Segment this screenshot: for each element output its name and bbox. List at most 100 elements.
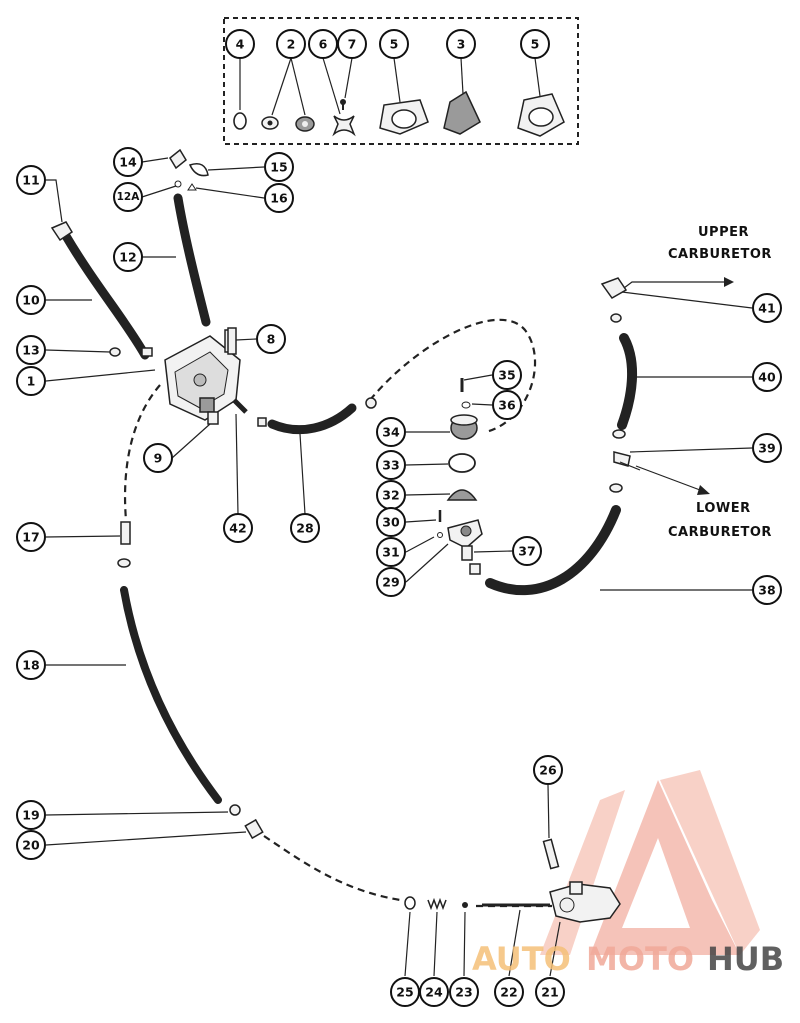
callout-30: 30	[376, 507, 406, 537]
svg-text:21: 21	[541, 985, 558, 1000]
svg-text:11: 11	[22, 173, 39, 188]
svg-text:25: 25	[396, 985, 413, 1000]
svg-text:8: 8	[267, 332, 276, 347]
callout-41: 41	[752, 293, 782, 323]
svg-text:7: 7	[348, 37, 357, 52]
callout-36: 36	[492, 390, 522, 420]
svg-text:42: 42	[229, 521, 246, 536]
callout-5b: 5	[520, 29, 550, 59]
svg-text:12: 12	[119, 250, 136, 265]
callout-42: 42	[223, 513, 253, 543]
svg-text:28: 28	[296, 521, 313, 536]
callout-8: 8	[256, 324, 286, 354]
svg-text:19: 19	[22, 808, 39, 823]
lower-carburetor-label: LOWER CARBURETOR	[668, 501, 772, 540]
callout-35: 35	[492, 360, 522, 390]
svg-text:30: 30	[382, 515, 400, 530]
callout-7: 7	[337, 29, 367, 59]
callout-10: 10	[16, 285, 46, 315]
svg-text:10: 10	[22, 293, 40, 308]
watermark-moto: MOTO	[586, 940, 694, 978]
callout-24: 24	[419, 977, 449, 1007]
callout-11: 11	[16, 165, 46, 195]
svg-text:16: 16	[270, 191, 288, 206]
svg-text:35: 35	[498, 368, 515, 383]
callout-18: 18	[16, 650, 46, 680]
lower-label-line2: CARBURETOR	[668, 525, 772, 540]
kit-leaders	[239, 57, 541, 116]
svg-text:17: 17	[22, 530, 39, 545]
callout-12a: 12A	[113, 182, 143, 212]
kit-parts	[233, 90, 565, 137]
svg-text:5: 5	[390, 37, 399, 52]
callout-22: 22	[494, 977, 524, 1007]
upper-label-line2: CARBURETOR	[668, 247, 772, 262]
svg-text:38: 38	[758, 583, 775, 598]
svg-text:40: 40	[758, 370, 776, 385]
svg-text:12A: 12A	[117, 191, 141, 203]
svg-text:2: 2	[287, 37, 296, 52]
callout-31: 31	[376, 537, 406, 567]
svg-text:39: 39	[758, 441, 775, 456]
callout-13: 13	[16, 335, 46, 365]
callout-34: 34	[376, 417, 406, 447]
svg-text:9: 9	[154, 451, 163, 466]
svg-text:6: 6	[319, 37, 328, 52]
svg-text:3: 3	[457, 37, 466, 52]
callout-28: 28	[290, 513, 320, 543]
hoses	[61, 193, 637, 804]
svg-text:5: 5	[531, 37, 540, 52]
callout-2: 2	[276, 29, 306, 59]
callout-26: 26	[533, 755, 563, 785]
svg-text:15: 15	[270, 160, 287, 175]
leaders	[45, 157, 753, 977]
svg-text:24: 24	[425, 985, 443, 1000]
callout-4: 4	[225, 29, 255, 59]
svg-text:20: 20	[22, 838, 40, 853]
callout-3: 3	[446, 29, 476, 59]
svg-text:22: 22	[500, 985, 517, 1000]
callout-17: 17	[16, 522, 46, 552]
svg-text:31: 31	[382, 545, 399, 560]
callout-23: 23	[449, 977, 479, 1007]
svg-text:18: 18	[22, 658, 39, 673]
carburetor-arrows	[619, 277, 734, 495]
svg-text:1: 1	[27, 374, 36, 389]
upper-label-line1: UPPER	[698, 225, 749, 240]
callout-20: 20	[16, 830, 46, 860]
lower-label-line1: LOWER	[696, 501, 751, 516]
callout-5a: 5	[379, 29, 409, 59]
small-parts	[50, 148, 631, 923]
svg-text:41: 41	[758, 301, 775, 316]
callout-9: 9	[143, 443, 173, 473]
callout-33: 33	[376, 450, 406, 480]
svg-text:4: 4	[236, 37, 245, 52]
svg-text:14: 14	[119, 155, 137, 170]
watermark-auto: AUTO	[472, 940, 571, 978]
repair-kit-box	[223, 17, 579, 145]
callout-38: 38	[752, 575, 782, 605]
watermark-logo	[540, 770, 760, 955]
svg-text:13: 13	[22, 343, 39, 358]
callout-1: 1	[16, 366, 46, 396]
svg-text:29: 29	[382, 575, 399, 590]
callout-21: 21	[535, 977, 565, 1007]
upper-carburetor-label: UPPER CARBURETOR	[668, 225, 772, 262]
watermark-text: AUTO MOTO HUB	[472, 940, 784, 978]
watermark-hub: HUB	[707, 940, 784, 978]
svg-text:34: 34	[382, 425, 400, 440]
fuel-pump	[109, 329, 248, 425]
svg-text:26: 26	[539, 763, 557, 778]
callout-32: 32	[376, 480, 406, 510]
callout-15: 15	[264, 152, 294, 182]
callout-16: 16	[264, 183, 294, 213]
callout-12: 12	[113, 242, 143, 272]
callout-40: 40	[752, 362, 782, 392]
callout-25: 25	[390, 977, 420, 1007]
callout-14: 14	[113, 147, 143, 177]
svg-text:33: 33	[382, 458, 399, 473]
callout-19: 19	[16, 800, 46, 830]
callout-37: 37	[512, 536, 542, 566]
callout-39: 39	[752, 433, 782, 463]
